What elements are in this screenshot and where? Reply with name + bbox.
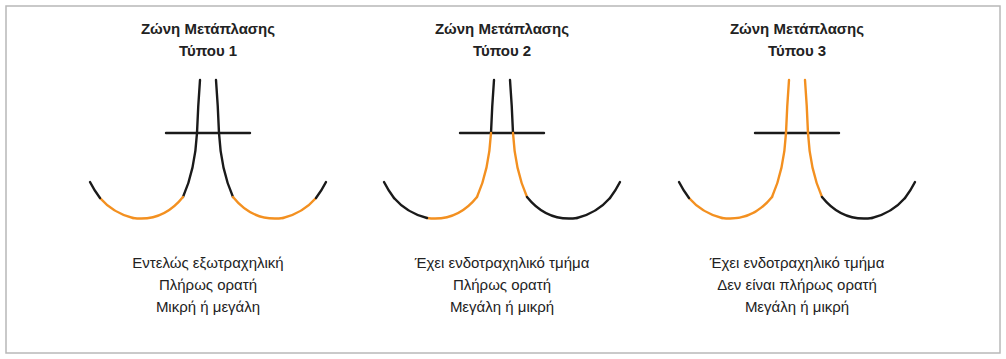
- frame: [6, 6, 1000, 353]
- zone-heading: Ζώνη Μετάπλασης Τύπου 2: [417, 18, 587, 62]
- zone-description: Μεγάλη ή μικρή: [362, 296, 642, 318]
- zone-description: Μικρή ή μεγάλη: [68, 296, 348, 318]
- zone-description: Μεγάλη ή μικρή: [657, 296, 937, 318]
- cervix-type-3: [679, 80, 915, 219]
- zone-heading: Ζώνη Μετάπλασης Τύπου 3: [712, 18, 882, 62]
- os-line: [166, 132, 250, 134]
- zone-description: Έχει ενδοτραχηλικό τμήμα: [362, 252, 642, 274]
- os-line: [755, 132, 839, 134]
- zone-description: Έχει ενδοτραχηλικό τμήμα: [657, 252, 937, 274]
- cervix-type-2: [384, 80, 620, 219]
- cervix-type-1: [90, 80, 326, 219]
- zone-description: Εντελώς εξωτραχηλική: [68, 252, 348, 274]
- zone-description: Πλήρως ορατή: [68, 274, 348, 296]
- zone-heading: Ζώνη Μετάπλασης Τύπου 1: [123, 18, 293, 62]
- zone-description: Πλήρως ορατή: [362, 274, 642, 296]
- os-line: [460, 132, 544, 134]
- zone-description: Δεν είναι πλήρως ορατή: [657, 274, 937, 296]
